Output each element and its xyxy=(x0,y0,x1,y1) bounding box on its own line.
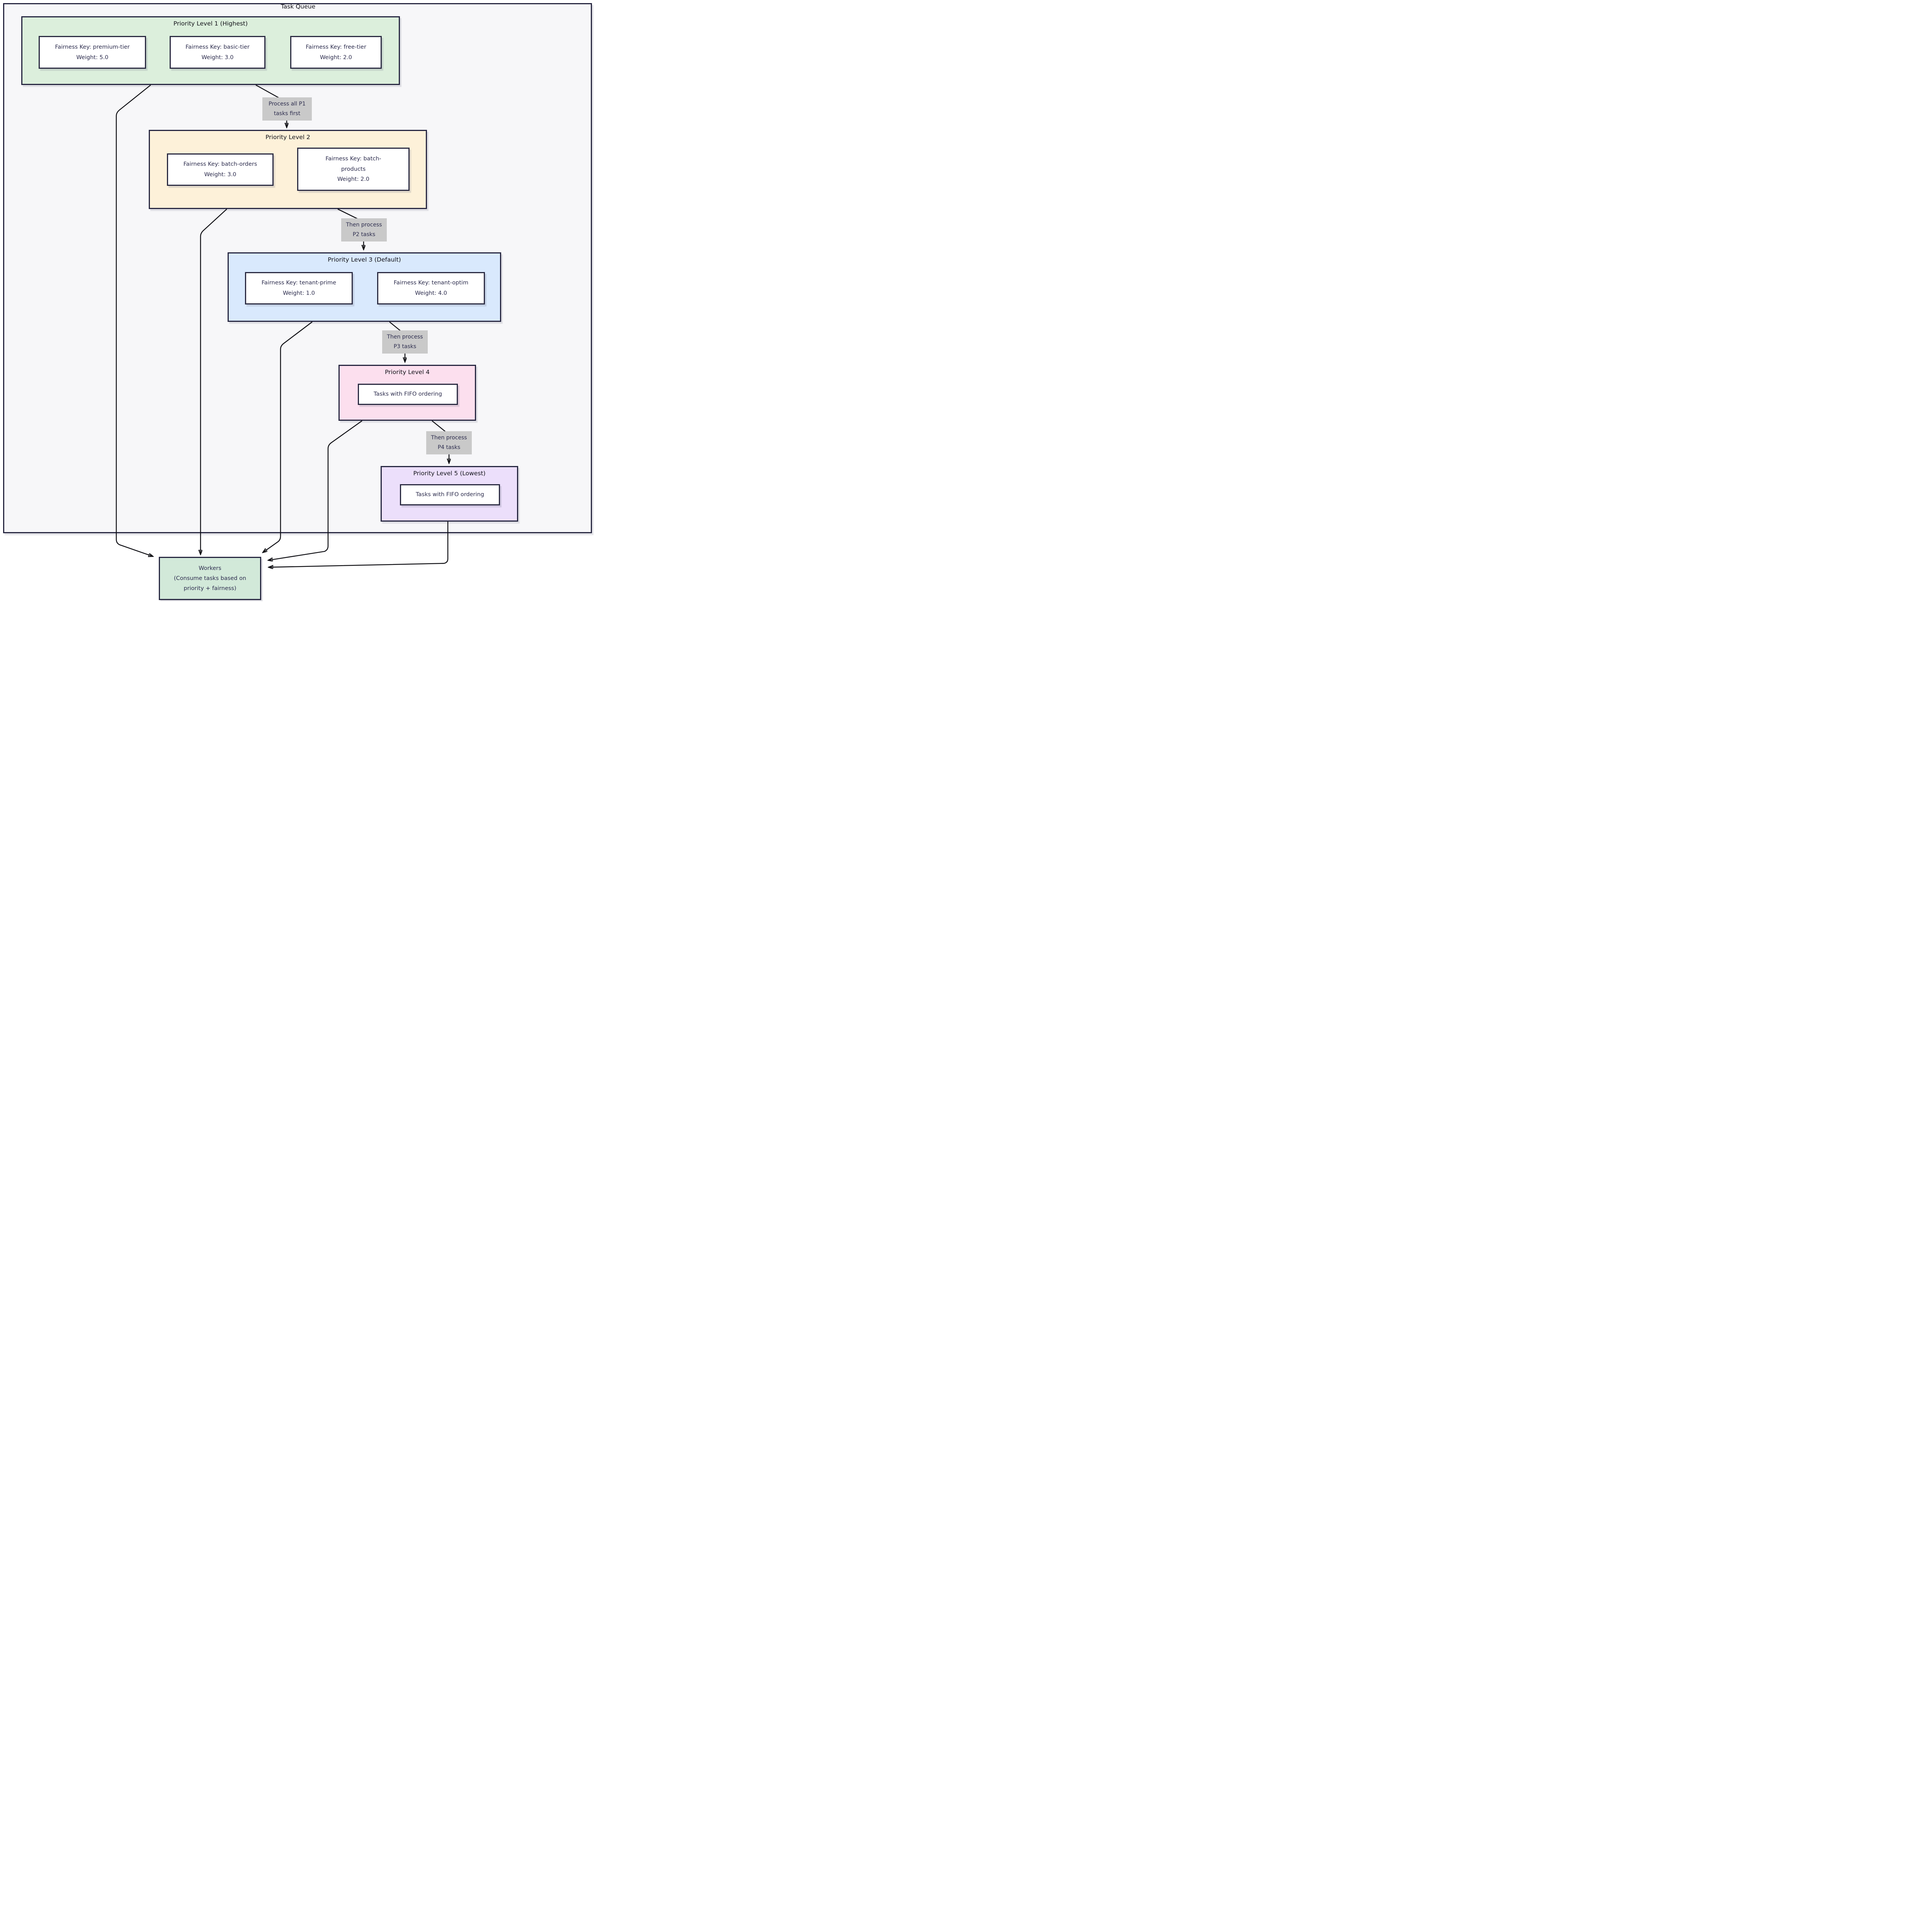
node-batch-orders: Fairness Key: batch-orders Weight: 3.0 xyxy=(167,153,274,186)
edge-label-process-p3: Then process P3 tasks xyxy=(382,330,428,354)
node-fifo-level-4: Tasks with FIFO ordering xyxy=(358,384,458,405)
group-title-priority-1: Priority Level 1 (Highest) xyxy=(173,20,248,27)
flowchart-canvas: Task Queue Priority Level 1 (Highest) Fa… xyxy=(0,0,596,601)
group-title-priority-4: Priority Level 4 xyxy=(385,369,430,376)
group-priority-level-4: Priority Level 4 Tasks with FIFO orderin… xyxy=(338,365,476,421)
edge-label-process-p2: Then process P2 tasks xyxy=(341,218,387,242)
node-tenant-optim: Fairness Key: tenant-optim Weight: 4.0 xyxy=(377,272,485,304)
edge-label-process-p1: Process all P1 tasks first xyxy=(262,97,312,121)
edge-label-process-p4: Then process P4 tasks xyxy=(426,431,472,455)
group-priority-level-5: Priority Level 5 (Lowest) Tasks with FIF… xyxy=(381,466,518,522)
node-fifo-level-5: Tasks with FIFO ordering xyxy=(400,484,500,505)
group-priority-level-2: Priority Level 2 Fairness Key: batch-ord… xyxy=(149,130,427,209)
group-title-priority-2: Priority Level 2 xyxy=(265,134,310,141)
node-tenant-prime: Fairness Key: tenant-prime Weight: 1.0 xyxy=(245,272,353,304)
node-basic-tier: Fairness Key: basic-tier Weight: 3.0 xyxy=(170,36,265,69)
group-priority-level-3: Priority Level 3 (Default) Fairness Key:… xyxy=(228,252,501,322)
task-queue-title: Task Queue xyxy=(281,3,316,10)
node-free-tier: Fairness Key: free-tier Weight: 2.0 xyxy=(290,36,382,69)
group-priority-level-1: Priority Level 1 (Highest) Fairness Key:… xyxy=(21,16,400,85)
group-title-priority-5: Priority Level 5 (Lowest) xyxy=(413,470,486,477)
node-workers: Workers (Consume tasks based on priority… xyxy=(159,557,261,600)
group-title-priority-3: Priority Level 3 (Default) xyxy=(328,256,401,263)
node-premium-tier: Fairness Key: premium-tier Weight: 5.0 xyxy=(39,36,146,69)
node-batch-products: Fairness Key: batch- products Weight: 2.… xyxy=(297,148,410,191)
